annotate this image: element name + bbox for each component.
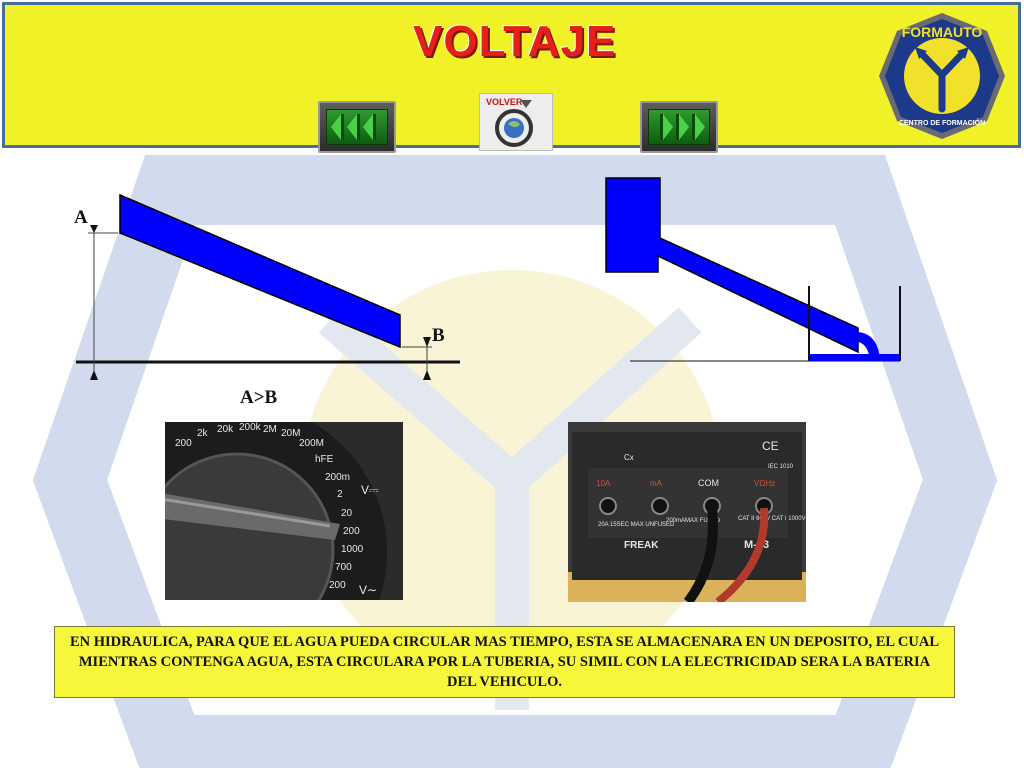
logo-subtitle-text: CENTRO DE FORMACIÓN <box>899 118 985 127</box>
multimeter-probes-image: Cx CE IEC 1010 10A mA COM VΩHz 20A 15SEC… <box>568 422 806 602</box>
page-title: VOLTAJE <box>413 17 617 66</box>
header-bar: VOLTAJE VOLVER <box>2 2 1021 153</box>
jack-com-label: COM <box>698 478 719 488</box>
jack-10a-label: 10A <box>596 479 611 488</box>
prev-button-face <box>326 109 388 145</box>
note-mid: 200mAMAX FUSED <box>666 518 721 524</box>
dc-voltage-symbol: V⎓ <box>361 483 379 497</box>
note-right: CAT II 600V CAT I 1000V <box>738 516 806 522</box>
iec-label: IEC 1010 <box>768 464 794 470</box>
globe-return-icon <box>495 100 533 147</box>
dial-top-6: 200M <box>299 438 324 449</box>
dial-right-7: 200 <box>329 580 346 591</box>
cx-label: Cx <box>624 453 634 462</box>
ground-b-arrow-icon <box>423 370 431 380</box>
caption-text: EN HIDRAULICA, PARA QUE EL AGUA PUEDA CI… <box>69 634 940 690</box>
tank-pipe-diagram <box>605 177 901 362</box>
dial-right-0: hFE <box>315 454 334 465</box>
dial-right-1: 200m <box>325 472 350 483</box>
dial-top-2: 20k <box>217 424 234 435</box>
dial-top-3: 200k <box>239 422 262 433</box>
ground-a-arrow-icon <box>90 370 98 380</box>
multimeter-dial-photo: 200 2k 20k 200k 2M 20M 200M hFE 200m 2 2… <box>165 422 403 600</box>
prev-button[interactable] <box>318 101 396 153</box>
jack-ma-label: mA <box>650 479 663 488</box>
inclined-pipe <box>119 193 401 349</box>
triple-left-arrow-icon <box>331 114 376 140</box>
height-a-arrow-icon <box>90 225 98 233</box>
brand-label: FREAK <box>624 540 659 551</box>
dial-top-4: 2M <box>263 424 277 435</box>
label-b: B <box>432 325 445 346</box>
comparison-label: A>B <box>240 387 278 408</box>
jack-v-label: VΩHz <box>754 479 775 488</box>
height-b-arrow-icon <box>423 337 431 347</box>
logo-brand-text: FORMAUTO <box>902 24 983 40</box>
back-button-label: VOLVER <box>486 97 523 107</box>
note-left: 20A 15SEC MAX UNFUSED <box>598 522 675 528</box>
ac-voltage-symbol: V∼ <box>359 583 377 597</box>
water-stream <box>858 332 880 360</box>
multimeter-dial-image: 200 2k 20k 200k 2M 20M 200M hFE 200m 2 2… <box>165 422 403 600</box>
dial-right-5: 1000 <box>341 544 364 555</box>
multimeter-probes-photo: Cx CE IEC 1010 10A mA COM VΩHz 20A 15SEC… <box>568 422 806 602</box>
container-water <box>810 354 899 361</box>
dial-right-6: 700 <box>335 562 352 573</box>
caption-box: EN HIDRAULICA, PARA QUE EL AGUA PUEDA CI… <box>54 626 955 698</box>
dial-top-1: 2k <box>197 428 209 439</box>
next-button-face <box>648 109 710 145</box>
dial-right-2: 2 <box>337 489 343 500</box>
dial-top-0: 200 <box>175 438 192 449</box>
dial-top-5: 20M <box>281 428 300 439</box>
next-button[interactable] <box>640 101 718 153</box>
dial-right-4: 200 <box>343 526 360 537</box>
water-tank <box>605 177 859 354</box>
dial-right-3: 20 <box>341 508 353 519</box>
triple-right-arrow-icon <box>660 114 705 140</box>
back-button[interactable]: VOLVER <box>479 93 553 151</box>
label-a: A <box>74 207 88 228</box>
formauto-logo: FORMAUTO CENTRO DE FORMACIÓN <box>879 13 1005 139</box>
ce-label: CE <box>762 439 779 453</box>
inclined-pipe-diagram: A B A>B <box>74 193 460 408</box>
